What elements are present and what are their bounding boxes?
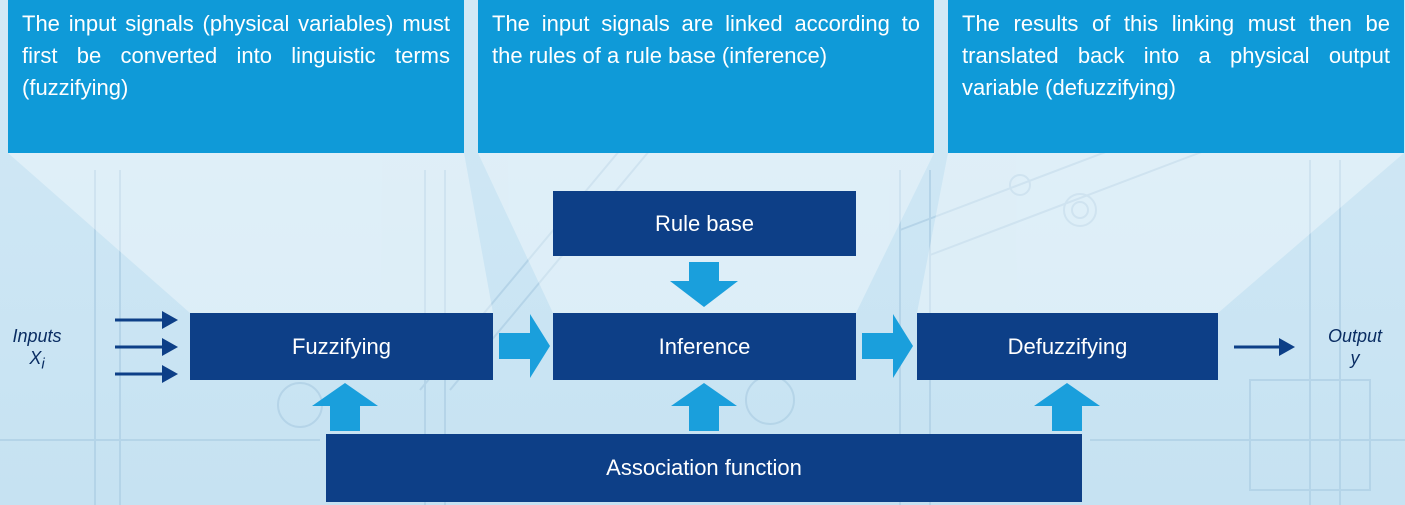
rule-base-block: Rule base: [553, 191, 856, 256]
inputs-text: Inputs: [12, 326, 62, 346]
flow-arrows: [312, 262, 1100, 431]
arrow-fuzzifying-to-inference: [499, 314, 550, 378]
arrow-rulebase-to-inference: [670, 262, 738, 307]
funnel-fuzzifying: [8, 153, 493, 313]
input-arrowhead-1: [162, 311, 178, 329]
inputs-symbol: Xi: [12, 347, 62, 376]
inference-block: Inference: [553, 313, 856, 380]
arrow-association-to-inference: [671, 383, 737, 431]
input-arrowhead-3: [162, 365, 178, 383]
io-arrows: [115, 311, 1295, 383]
callout-fuzzifying: The input signals (physical variab­les) …: [8, 0, 464, 153]
defuzzifying-block: Defuzzifying: [917, 313, 1218, 380]
association-function-block: Association function: [326, 434, 1082, 502]
output-text: Output: [1327, 326, 1383, 346]
arrow-association-to-fuzzifying: [312, 383, 378, 431]
rule-base-label: Rule base: [654, 210, 755, 236]
association-function-label: Association function: [606, 455, 802, 480]
callout-defuzzifying: The results of this linking must then be…: [948, 0, 1404, 153]
arrow-inference-to-defuzzifying: [862, 314, 913, 378]
inputs-subscript: i: [41, 355, 45, 373]
fuzzifying-label: Fuzzifying: [291, 333, 392, 359]
output-arrowhead: [1279, 338, 1295, 356]
callout-inference: The input signals are linked accor­ding …: [478, 0, 934, 153]
inputs-symbol-letter: X: [29, 348, 42, 368]
output-symbol: y: [1350, 348, 1360, 368]
output-label: Output y: [1320, 325, 1390, 369]
fuzzifying-block: Fuzzifying: [190, 313, 493, 380]
arrow-association-to-defuzzifying: [1034, 383, 1100, 431]
inputs-label: Inputs Xi: [12, 325, 62, 376]
defuzzifying-label: Defuzzifying: [1007, 333, 1128, 359]
input-arrowhead-2: [162, 338, 178, 356]
inference-label: Inference: [658, 333, 751, 359]
funnel-defuzzifying: [917, 153, 1404, 313]
